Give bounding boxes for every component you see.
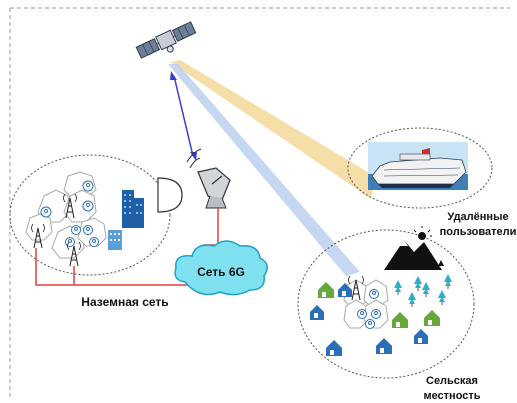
- remote-users-label-line2: пользователи: [440, 226, 517, 238]
- satellite-beam-yellow: [170, 60, 378, 198]
- remote-users-area: [347, 127, 493, 209]
- tree-icon: [444, 274, 452, 289]
- satellite-beam-blue: [168, 64, 360, 276]
- house-icon: [414, 329, 428, 344]
- terrestrial-network-label: Наземная сеть: [81, 295, 168, 309]
- user-icon: [82, 180, 94, 192]
- user-icon: [89, 237, 99, 247]
- house-icon: [424, 310, 440, 326]
- rural-cell-tower-icon: [348, 275, 364, 301]
- house-icon: [326, 340, 342, 356]
- user-icon: [65, 237, 75, 247]
- tree-icon: [438, 290, 446, 305]
- user-icon: [82, 200, 94, 212]
- hex-cell: [63, 189, 97, 223]
- tree-icons: [394, 274, 452, 307]
- user-icon: [365, 319, 375, 329]
- user-icon: [83, 225, 93, 235]
- cloud-icon: [174, 240, 268, 296]
- satellite-icon: [135, 21, 197, 59]
- building-icon: [122, 190, 144, 228]
- house-icon: [376, 338, 392, 354]
- tree-icon: [394, 280, 402, 295]
- house-icon: [318, 282, 334, 298]
- tree-icon: [422, 282, 430, 297]
- house-icon: [310, 305, 324, 320]
- hex-cell: [343, 279, 369, 307]
- rural-area: [297, 229, 475, 379]
- rural-hex-grid: [343, 279, 389, 329]
- cell-tower-icon: [63, 193, 77, 219]
- house-icon: [338, 283, 352, 297]
- satellite-dish-icon: [186, 148, 231, 209]
- user-icons-terrestrial: [40, 180, 99, 247]
- user-icon: [371, 309, 381, 319]
- terrestrial-network-area: [9, 154, 171, 276]
- rural-area-label-line1: Сельская: [426, 375, 478, 387]
- user-icon: [71, 225, 81, 235]
- hex-cell: [343, 299, 369, 329]
- network-6g-label: Сеть 6G: [197, 265, 245, 279]
- rural-area-label-line2: местность: [423, 390, 480, 402]
- remote-users-label-line1: Удалённые: [447, 211, 508, 223]
- mountain-icon: [384, 226, 444, 270]
- house-icon: [392, 312, 408, 328]
- cell-tower-icon: [31, 223, 45, 249]
- tree-icon: [414, 276, 422, 291]
- user-icon: [40, 206, 52, 218]
- user-icons-rural: [357, 289, 381, 329]
- ground-antenna-icon: [157, 177, 183, 213]
- building-icon: [108, 230, 122, 250]
- user-icon: [369, 289, 379, 299]
- cruise-ship-icon: [368, 142, 468, 190]
- satellite-ground-link: [170, 71, 197, 161]
- tree-icon: [408, 292, 416, 307]
- user-icon: [357, 309, 367, 319]
- cell-tower-icon: [67, 241, 81, 267]
